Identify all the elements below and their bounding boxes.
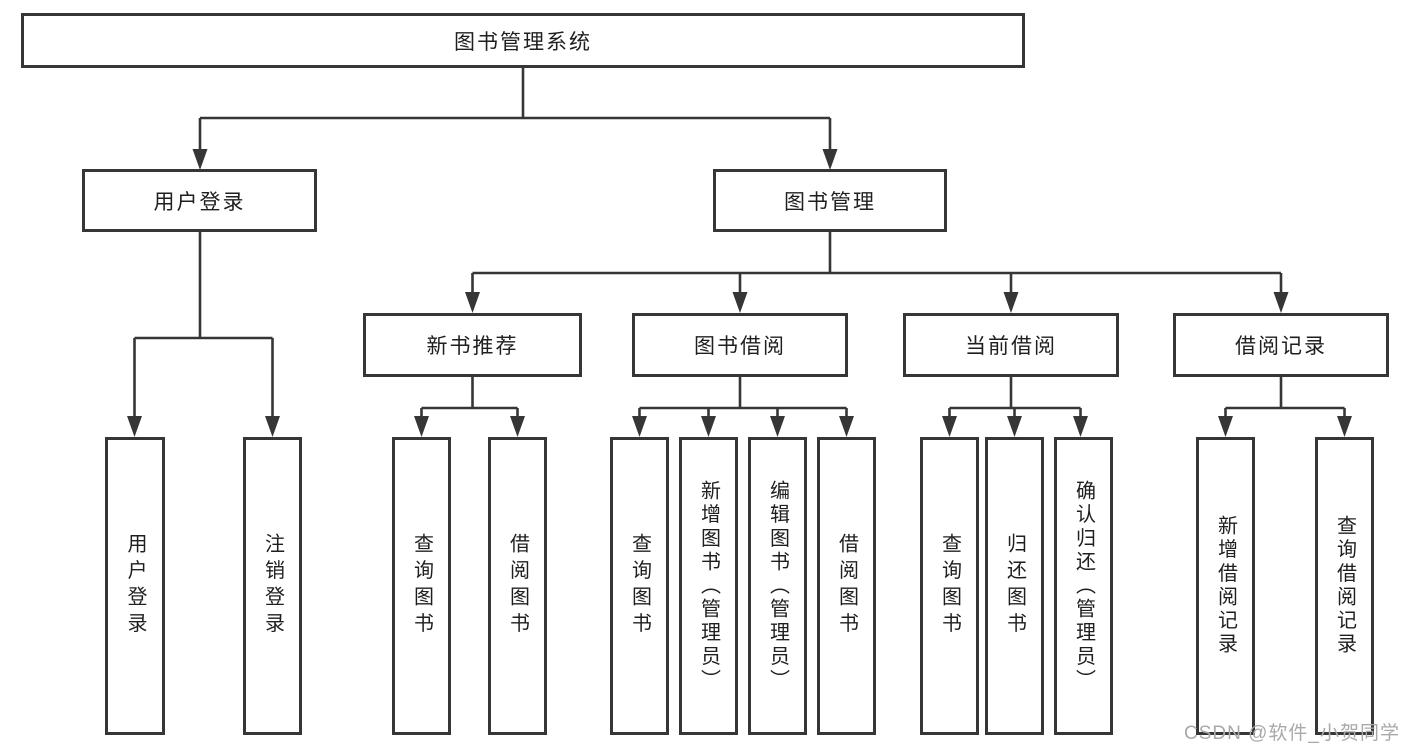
node-label: 查询图书: [628, 533, 651, 639]
leaf-return-books: 归还图书: [985, 437, 1044, 735]
node-borrowing-records: 借阅记录: [1173, 313, 1389, 377]
leaf-edit-books-admin: 编辑图书（管理员）: [748, 437, 807, 735]
node-book-management: 图书管理: [713, 169, 947, 232]
leaf-add-borrow-record: 新增借阅记录: [1196, 437, 1255, 735]
node-label: 新增借阅记录: [1214, 515, 1237, 657]
node-label: 图书借阅: [694, 335, 786, 358]
leaf-borrow-books: 借阅图书: [817, 437, 876, 735]
node-label: 新书推荐: [426, 335, 519, 358]
node-label: 图书管理: [784, 190, 876, 214]
node-current-borrowing: 当前借阅: [903, 313, 1119, 377]
leaf-user-login: 用户登录: [105, 437, 165, 735]
node-user-login: 用户登录: [82, 169, 317, 232]
node-label: 借阅图书: [835, 533, 858, 639]
leaf-query-borrow-record: 查询借阅记录: [1315, 437, 1374, 735]
node-label: 新增图书（管理员）: [697, 479, 720, 693]
node-label: 借阅记录: [1235, 335, 1327, 358]
node-root-system: 图书管理系统: [21, 13, 1025, 68]
leaf-add-books-admin: 新增图书（管理员）: [679, 437, 738, 735]
node-book-borrowing: 图书借阅: [632, 313, 848, 377]
node-label: 查询借阅记录: [1333, 515, 1356, 657]
leaf-borrow-books-recommend: 借阅图书: [488, 437, 547, 735]
leaf-query-books-current: 查询图书: [920, 437, 979, 735]
leaf-confirm-return-admin: 确认归还（管理员）: [1054, 437, 1113, 735]
node-label: 查询图书: [938, 533, 961, 639]
node-label: 当前借阅: [965, 335, 1057, 358]
leaf-logout: 注销登录: [243, 437, 302, 735]
node-label: 借阅图书: [506, 533, 529, 639]
node-label: 归还图书: [1003, 533, 1026, 639]
node-new-book-recommend: 新书推荐: [363, 313, 582, 377]
node-label: 编辑图书（管理员）: [766, 479, 789, 693]
node-label: 注销登录: [261, 533, 284, 639]
node-label: 图书管理系统: [454, 30, 592, 54]
node-label: 用户登录: [124, 533, 146, 639]
csdn-watermark: CSDN @软件_小贺同学: [1184, 723, 1400, 744]
node-label: 查询图书: [410, 533, 433, 639]
node-label: 用户登录: [153, 190, 246, 214]
leaf-query-books-recommend: 查询图书: [392, 437, 451, 735]
leaf-query-books-borrow: 查询图书: [610, 437, 669, 735]
node-label: 确认归还（管理员）: [1072, 479, 1095, 693]
